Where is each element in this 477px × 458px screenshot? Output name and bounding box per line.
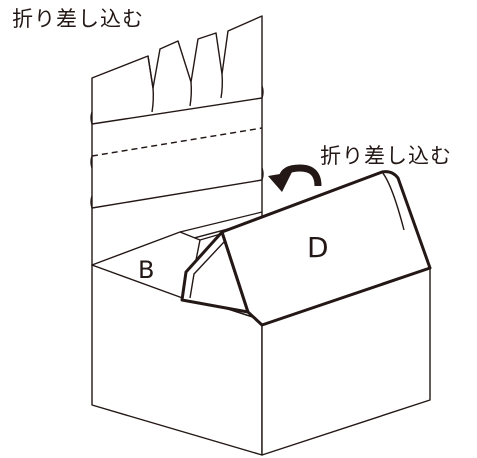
roof-left-flap-inner [189,241,225,299]
tuck-slot-left [147,55,155,113]
fold-line-1 [90,85,264,125]
fold-line-dashed [91,127,263,157]
back-flap [90,15,264,266]
fold-line-3 [90,167,264,209]
callout-insert-right: 折り差し込む [320,144,452,168]
inner-back-edge [179,211,263,233]
fold-arrow-head [268,172,292,192]
roof-panel-d-edge [381,171,405,231]
fold-line-2 [90,155,93,169]
panel-label-b: B [138,256,155,284]
tuck-slot-right-2 [220,73,224,99]
fold-arrow-curve [278,164,322,187]
panel-label-d: D [307,231,329,264]
roof-panel-d [220,170,432,327]
fold-arrow [268,164,322,192]
callout-insert-top: 折り差し込む [12,7,144,31]
tuck-slot-right [189,81,193,107]
